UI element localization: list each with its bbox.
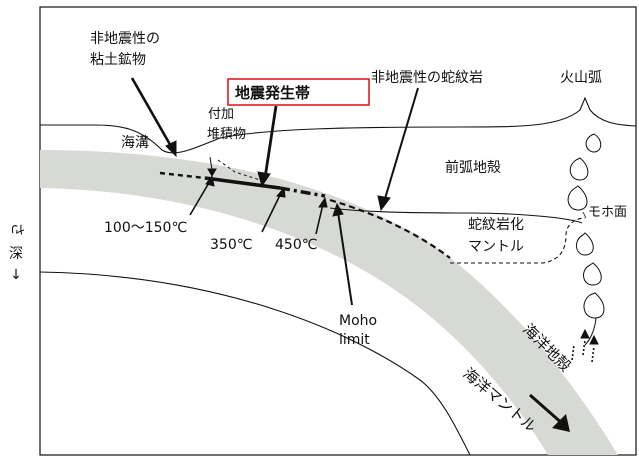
depth-label-char-2: 深 bbox=[9, 246, 23, 262]
serpentinized-mantle-boundary bbox=[450, 217, 586, 264]
accretion-boundary bbox=[217, 159, 261, 181]
label-temp-350: 350℃ bbox=[210, 237, 252, 253]
diagram-frame bbox=[39, 6, 637, 456]
label-serpentinized-mantle-2: マントル bbox=[468, 239, 524, 255]
dehydration-arrows bbox=[571, 328, 599, 363]
label-forearc-crust: 前弧地殻 bbox=[445, 159, 501, 176]
slab-base-line bbox=[39, 271, 471, 456]
depth-axis-label: さ 深 ↓ bbox=[6, 222, 26, 283]
label-serpentinized-mantle-1: 蛇紋岩化 bbox=[468, 217, 524, 233]
interface-deep-dashed bbox=[329, 198, 451, 259]
subduction-direction-arrow bbox=[529, 393, 570, 432]
magma-ascent-line bbox=[584, 317, 597, 346]
depth-arrow: ↓ bbox=[10, 267, 22, 283]
depth-label-char-1: さ bbox=[8, 222, 25, 237]
label-trench: 海溝 bbox=[121, 135, 149, 151]
label-accretion-2: 堆積物 bbox=[207, 127, 246, 142]
label-nonseismic-clay-2: 粘土鉱物 bbox=[90, 51, 146, 68]
leader-arrows bbox=[130, 77, 587, 306]
label-seismogenic-zone: 地震発生帯 bbox=[235, 84, 310, 102]
surface-line bbox=[40, 96, 637, 154]
label-temp-450: 450℃ bbox=[275, 237, 317, 253]
seismogenic-interface bbox=[204, 176, 281, 190]
label-moho-surface: モホ面 bbox=[588, 205, 627, 220]
oceanic-crust-band bbox=[40, 150, 618, 455]
magma-diapirs bbox=[567, 133, 605, 319]
label-nonseismic-clay-1: 非地震性の bbox=[90, 31, 160, 47]
label-nonseismic-serpentinite: 非地震性の蛇紋岩 bbox=[371, 70, 483, 86]
interface-shallow-dashed bbox=[159, 171, 206, 180]
label-volcanic-arc: 火山弧 bbox=[560, 70, 602, 86]
seismogenic-zone-box bbox=[227, 78, 370, 106]
label-moho-limit-1: Moho bbox=[339, 313, 377, 329]
label-temp-100-150: 100～150℃ bbox=[104, 220, 187, 236]
label-moho-limit-2: limit bbox=[339, 332, 370, 348]
label-accretion-1: 付加 bbox=[208, 107, 234, 122]
interface-transition bbox=[279, 186, 326, 198]
